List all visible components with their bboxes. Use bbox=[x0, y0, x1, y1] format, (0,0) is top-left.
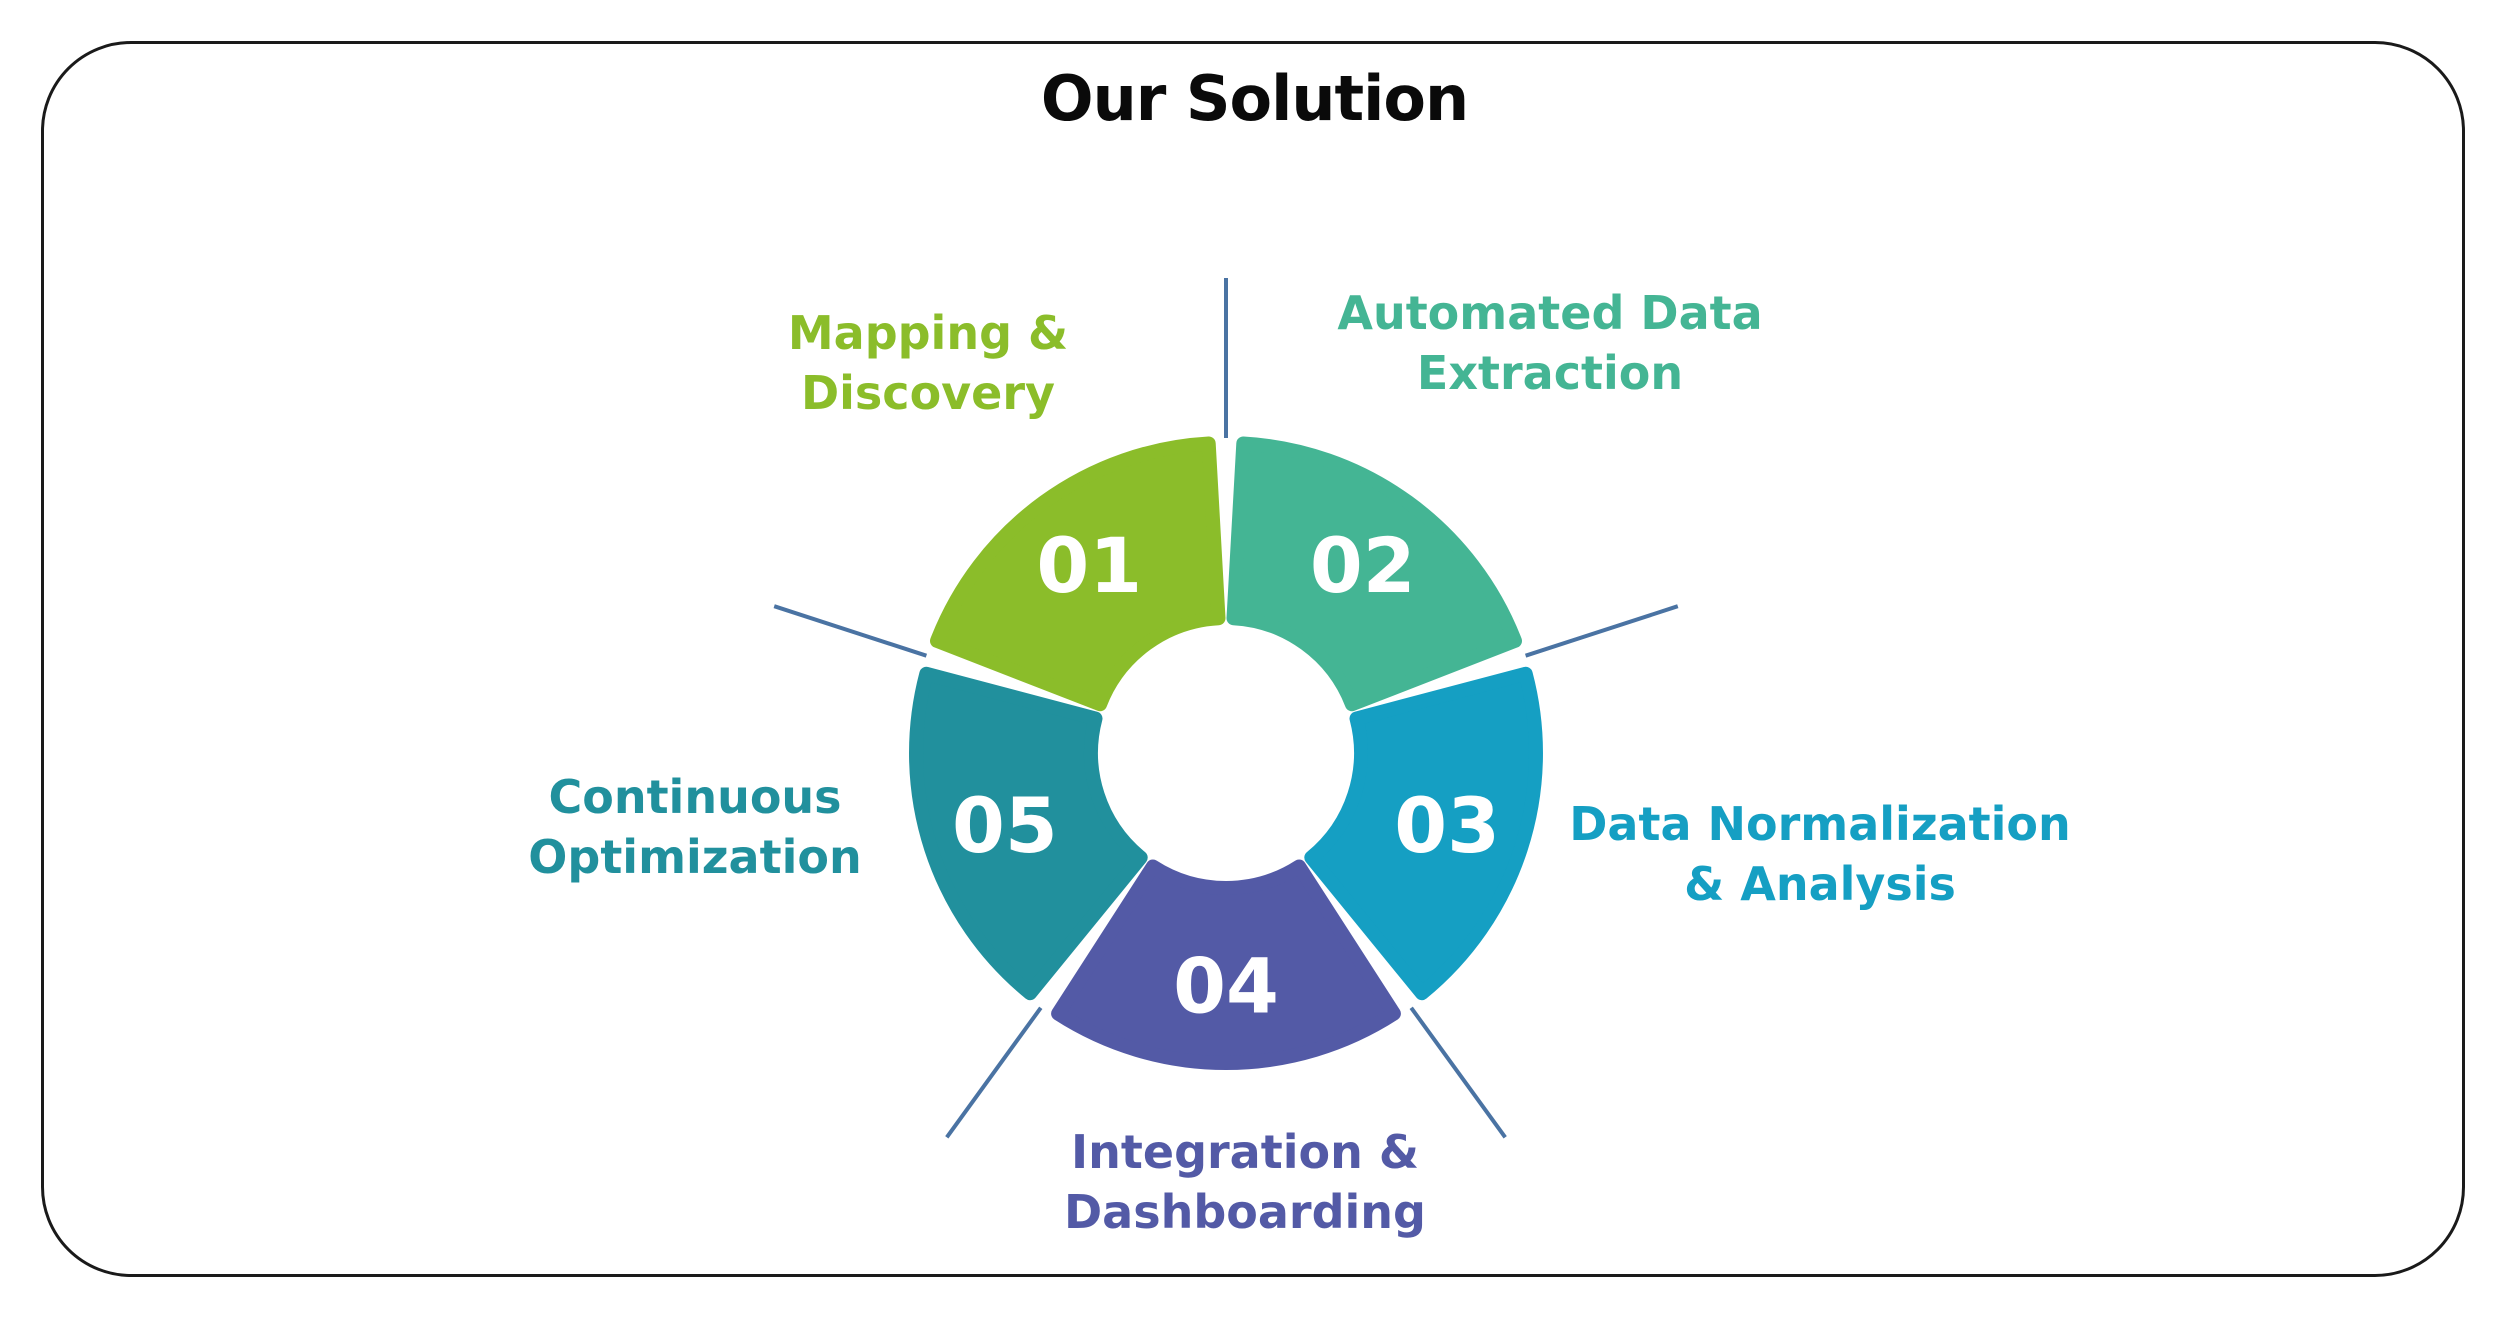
step-2-label-line2: Extraction bbox=[1416, 346, 1684, 400]
step-4-label-line2: Dashboarding bbox=[1064, 1185, 1426, 1239]
step-number-04: 04 bbox=[1173, 942, 1279, 1031]
step-1-label-line1: Mapping & bbox=[787, 306, 1069, 360]
divider-line bbox=[1524, 604, 1679, 658]
step-1-label-line2: Discovery bbox=[800, 366, 1056, 420]
divider-lines bbox=[773, 278, 1679, 1139]
cycle-segments bbox=[909, 436, 1543, 1070]
diagram-frame bbox=[41, 41, 2465, 1277]
segment-02 bbox=[1226, 436, 1522, 712]
step-number-02: 02 bbox=[1310, 521, 1416, 610]
segment-05 bbox=[909, 666, 1148, 1001]
step-3-label-line2: & Analysis bbox=[1684, 857, 1956, 911]
step-3-label-line1: Data Normalization bbox=[1569, 797, 2071, 851]
step-4-label: Integration & Dashboarding bbox=[1000, 1122, 1490, 1242]
step-3-label: Data Normalization & Analysis bbox=[1540, 794, 2100, 914]
step-2-label-line1: Automated Data bbox=[1337, 286, 1763, 340]
page-title: Our Solution bbox=[1040, 62, 1469, 135]
step-number-03: 03 bbox=[1394, 781, 1500, 870]
step-2-label: Automated Data Extraction bbox=[1310, 283, 1790, 403]
step-5-label-line2: Optimization bbox=[528, 830, 862, 884]
step-5-label: Continuous Optimization bbox=[470, 767, 920, 887]
step-number-01: 01 bbox=[1036, 521, 1142, 610]
segment-03 bbox=[1304, 666, 1543, 1001]
step-numbers: 01 02 03 04 05 bbox=[952, 521, 1500, 1031]
step-4-label-line1: Integration & bbox=[1071, 1125, 1419, 1179]
divider-line bbox=[945, 1006, 1043, 1139]
step-5-label-line1: Continuous bbox=[548, 770, 842, 824]
divider-line bbox=[773, 604, 928, 658]
step-1-label: Mapping & Discovery bbox=[728, 303, 1128, 423]
divider-line bbox=[1409, 1006, 1507, 1139]
segment-04 bbox=[1051, 859, 1401, 1070]
step-number-05: 05 bbox=[952, 781, 1058, 870]
segment-01 bbox=[930, 436, 1226, 712]
